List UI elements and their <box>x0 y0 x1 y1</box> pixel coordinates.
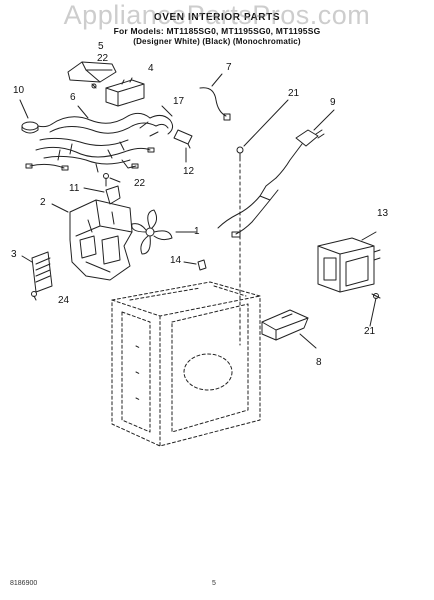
callout-5: 5 <box>98 41 104 52</box>
callout-3: 3 <box>11 249 17 260</box>
callout-13: 13 <box>377 208 389 219</box>
part-12-switch <box>173 129 193 163</box>
callout-21-right: 21 <box>364 326 376 337</box>
callout-17: 17 <box>173 96 185 107</box>
part-13-transformer <box>317 231 381 293</box>
part-3-grille <box>21 251 53 293</box>
callout-6: 6 <box>70 92 76 103</box>
page-number: 5 <box>212 580 216 587</box>
callout-11: 11 <box>69 183 80 194</box>
part-21-screw-right <box>369 293 381 327</box>
callout-7: 7 <box>226 62 232 73</box>
part-6-wire-harness <box>25 105 159 173</box>
color-variants: (Designer White) (Black) (Monochromatic) <box>133 37 301 46</box>
part-24-screw <box>31 291 37 301</box>
part-5-bracket <box>67 61 117 89</box>
part-8-diode <box>261 309 317 349</box>
callout-4: 4 <box>148 63 154 74</box>
part-17-thermostat-lead <box>149 105 174 135</box>
page-title: OVEN INTERIOR PARTS <box>153 12 281 23</box>
watermark: AppliancePartsPros.com <box>63 0 371 30</box>
callout-12: 12 <box>183 166 195 177</box>
part-7-wire <box>199 73 231 121</box>
callout-8: 8 <box>316 357 322 368</box>
callout-10: 10 <box>13 85 25 96</box>
oven-cavity <box>111 281 261 447</box>
callout-24: 24 <box>58 295 70 306</box>
callout-14: 14 <box>170 255 182 266</box>
callout-2: 2 <box>40 197 46 208</box>
part-1-fan-blade <box>131 209 197 255</box>
document-number: 8186900 <box>10 580 38 587</box>
callout-1: 1 <box>194 226 200 237</box>
part-22-screws <box>91 83 121 187</box>
callout-22-lower: 22 <box>134 178 146 189</box>
part-11-bracket <box>83 185 121 205</box>
callout-9: 9 <box>330 97 336 108</box>
model-list: For Models: MT1185SG0, MT1195SG0, MT1195… <box>113 26 321 36</box>
part-21-screw-upper <box>236 99 289 159</box>
part-4-capacitor <box>105 77 145 107</box>
part-9-power-cord <box>217 109 335 238</box>
callout-21-upper: 21 <box>288 88 300 99</box>
part-10-thermal-cutout <box>19 99 53 134</box>
part-2-duct-assembly <box>51 199 133 281</box>
part-14-clip <box>183 259 207 271</box>
callout-22-upper: 22 <box>97 53 109 64</box>
